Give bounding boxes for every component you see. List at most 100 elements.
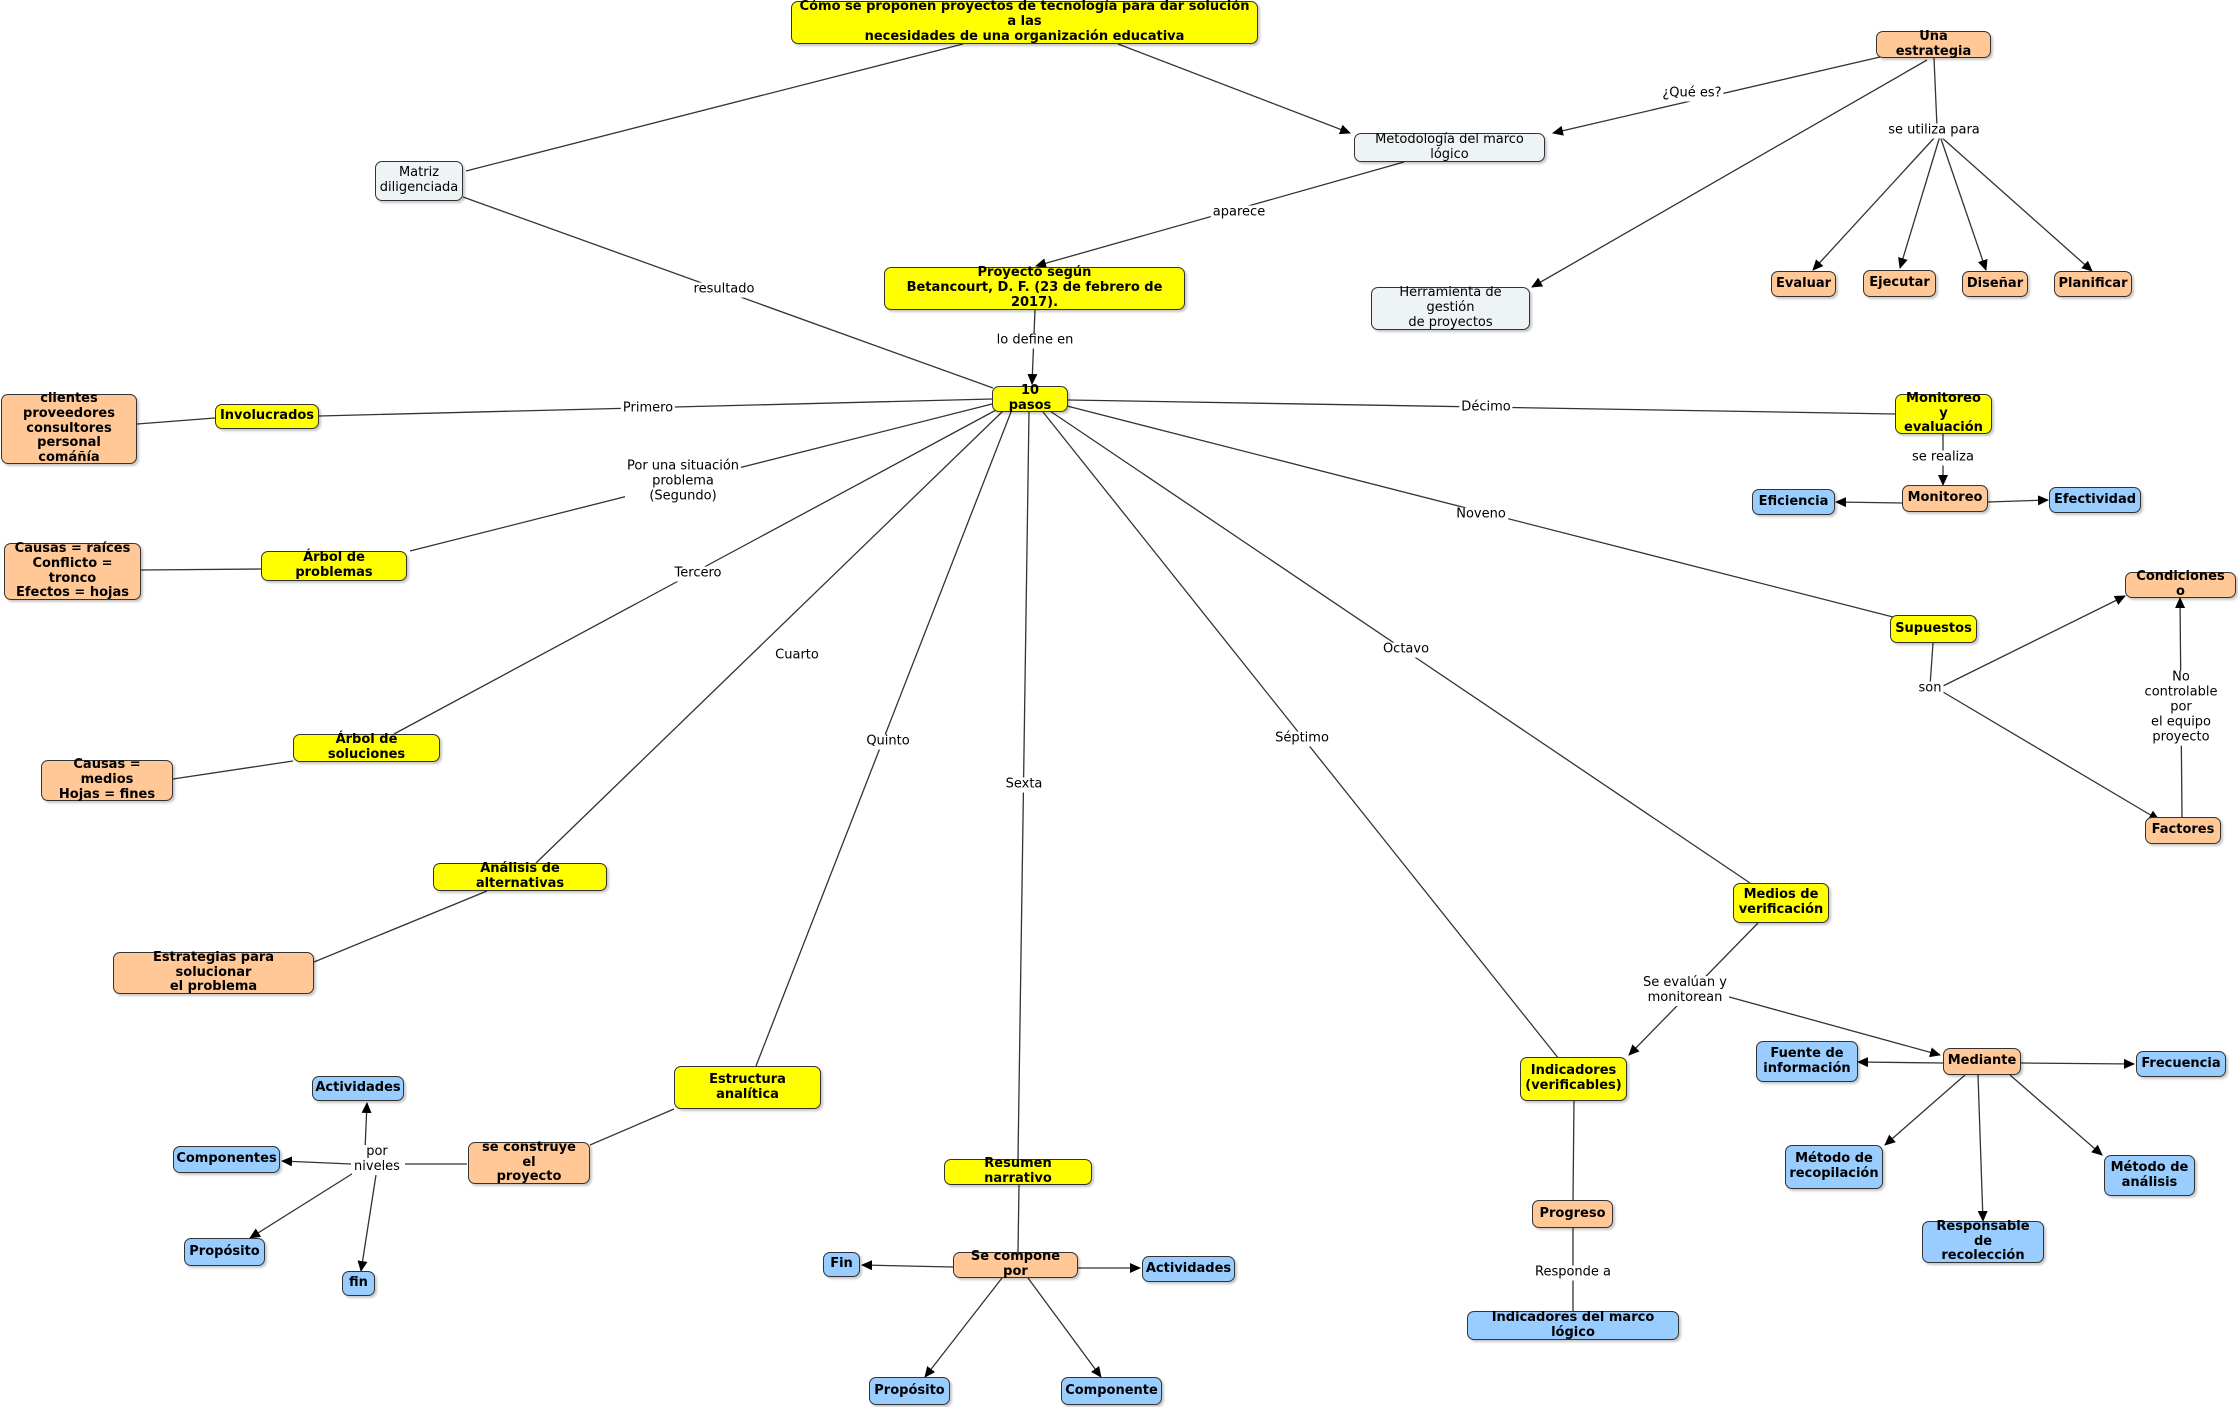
connector-line-30	[1929, 642, 1934, 687]
label-se-realiza: se realiza	[1910, 449, 1976, 466]
node-progreso[interactable]: Progreso	[1532, 1200, 1613, 1228]
node-eficiencia[interactable]: Eficiencia	[1752, 489, 1835, 515]
connector-line-12	[136, 417, 216, 425]
label-cuarto: Cuarto	[773, 647, 821, 664]
connector-line-41	[1572, 1100, 1575, 1201]
label-que-es: ¿Qué es?	[1660, 85, 1724, 102]
connector-line-31	[1942, 595, 2126, 687]
node-efectividad[interactable]: Efectividad	[2049, 487, 2141, 513]
node-monitoreo-y-evaluacion[interactable]: Monitoreo y evaluación	[1895, 391, 1992, 435]
label-quinto: Quinto	[864, 733, 912, 750]
connector-line-47	[1027, 1277, 1102, 1378]
label-responde-a: Responde a	[1532, 1264, 1614, 1281]
map-title[interactable]: Cómo se proponen proyectos de tecnología…	[791, 0, 1258, 44]
node-fuente-de-informacion[interactable]: Fuente de información	[1756, 1041, 1858, 1082]
label-son: son	[1916, 680, 1944, 697]
node-actividades-niveles[interactable]: Actividades	[312, 1076, 404, 1101]
connector-line-17	[172, 760, 294, 780]
connector-line-6	[1898, 135, 1941, 269]
label-por-niveles: por niveles	[352, 1144, 402, 1175]
connector-line-3	[1933, 57, 1938, 128]
connector-line-39	[1977, 1074, 1988, 1222]
node-ejecutar[interactable]: Ejecutar	[1863, 270, 1936, 297]
connector-line-44	[861, 1260, 954, 1271]
node-metodo-de-analisis[interactable]: Método de análisis	[2104, 1155, 2195, 1196]
node-proyecto-segun-betancourt[interactable]: Proyecto según Betancourt, D. F. (23 de …	[884, 265, 1185, 310]
node-actividades-resumen[interactable]: Actividades	[1142, 1256, 1235, 1282]
node-matriz-diligenciada[interactable]: Matriz diligenciada	[375, 161, 463, 201]
label-primero: Primero	[620, 400, 676, 417]
node-arbol-de-problemas[interactable]: Árbol de problemas	[261, 550, 407, 581]
connector-line-5	[1812, 135, 1937, 271]
node-disenar[interactable]: Diseñar	[1962, 271, 2028, 297]
label-aparece: aparece	[1210, 204, 1268, 221]
connector-line-29	[1987, 495, 2049, 506]
connector-line-7	[1939, 135, 1988, 271]
label-no-controlable: No controlable por el equipo proyecto	[2142, 669, 2220, 746]
node-evaluar[interactable]: Evaluar	[1771, 271, 1836, 297]
node-clientes-proveedores[interactable]: clientes proveedores consultores persona…	[1, 391, 137, 465]
connector-line-51	[249, 1171, 356, 1239]
connector-line-50	[281, 1156, 352, 1167]
connector-line-19	[313, 890, 488, 963]
label-tercero: Tercero	[672, 565, 724, 582]
node-se-compone-por[interactable]: Se compone por	[953, 1249, 1078, 1279]
connector-line-38	[1884, 1074, 1966, 1146]
connector-line-28	[1835, 497, 1903, 508]
node-metodo-de-recopilacion[interactable]: Método de recopilación	[1785, 1145, 1883, 1189]
node-monitoreo[interactable]: Monitoreo	[1902, 485, 1988, 512]
node-fin-niveles[interactable]: fin	[342, 1271, 375, 1296]
connector-line-49	[361, 1102, 372, 1151]
node-componente-resumen[interactable]: Componente	[1061, 1377, 1162, 1405]
connector-line-35	[1721, 994, 1941, 1058]
node-factores[interactable]: Factores	[2145, 817, 2221, 844]
label-segundo: Por una situación problema (Segundo)	[624, 458, 742, 505]
node-estrategias-solucionar[interactable]: Estrategias para solucionar el problema	[113, 950, 314, 994]
connector-line-40	[2009, 1074, 2103, 1156]
label-resultado: resultado	[691, 281, 757, 298]
node-arbol-de-soluciones[interactable]: Árbol de soluciones	[293, 732, 440, 762]
node-condiciones-o[interactable]: Condiciones o	[2125, 569, 2236, 599]
node-frecuencia[interactable]: Frecuencia	[2136, 1051, 2226, 1077]
node-causas-medios[interactable]: Causas = medios Hojas = fines	[41, 757, 173, 802]
node-analisis-de-alternativas[interactable]: Análisis de alternativas	[433, 861, 607, 891]
label-decimo: Décimo	[1459, 399, 1513, 416]
node-supuestos[interactable]: Supuestos	[1890, 615, 1977, 643]
node-una-estrategia[interactable]: Una estrategia	[1876, 29, 1991, 58]
node-mediante[interactable]: Mediante	[1943, 1048, 2021, 1075]
node-metodologia-marco-logico[interactable]: Metodología del marco lógico	[1354, 132, 1545, 162]
node-causas-raices[interactable]: Causas = raíces Conflicto = tronco Efect…	[4, 541, 141, 600]
connector-line-36	[1857, 1057, 1944, 1068]
node-indicadores-verificables[interactable]: Indicadores (verificables)	[1520, 1057, 1627, 1101]
node-proposito-resumen[interactable]: Propósito	[869, 1377, 950, 1405]
node-10-pasos[interactable]: 10 pasos	[992, 383, 1068, 413]
node-fin-resumen[interactable]: Fin	[823, 1252, 860, 1277]
node-involucrados[interactable]: Involucrados	[215, 404, 319, 429]
node-herramienta-gestion[interactable]: Herramienta de gestión de proyectos	[1371, 285, 1530, 330]
label-se-evaluan-y-monitorean: Se evalúan y monitorean	[1641, 975, 1729, 1006]
node-indicadores-marco-logico[interactable]: Indicadores del marco lógico	[1467, 1310, 1679, 1340]
connector-line-43	[1017, 1184, 1020, 1253]
label-sexta: Sexta	[1003, 776, 1045, 793]
node-estructura-analitica[interactable]: Estructura analítica	[674, 1066, 821, 1109]
node-planificar[interactable]: Planificar	[2054, 271, 2132, 297]
connector-line-15	[140, 568, 262, 571]
connector-line-46	[924, 1277, 1003, 1378]
label-noveno: Noveno	[1454, 506, 1508, 523]
node-componentes-niveles[interactable]: Componentes	[173, 1146, 280, 1173]
connector-line-0	[465, 43, 964, 172]
label-octavo: Octavo	[1380, 641, 1432, 658]
connector-line-18	[535, 410, 1004, 864]
label-se-utiliza-para: se utiliza para	[1886, 122, 1982, 139]
node-proposito-niveles[interactable]: Propósito	[184, 1238, 265, 1266]
connector-line-32	[1942, 691, 2160, 821]
connector-line-4	[1531, 59, 1928, 288]
node-se-construye-el-proyecto[interactable]: se construye el proyecto	[468, 1140, 590, 1184]
label-septimo: Séptimo	[1273, 730, 1331, 747]
node-medios-de-verificacion[interactable]: Medios de verificación	[1733, 883, 1829, 923]
connector-line-1	[1117, 43, 1351, 135]
node-resumen-narrativo[interactable]: Resumen narrativo	[944, 1156, 1092, 1186]
node-responsable-de-recoleccion[interactable]: Responsable de recolección	[1922, 1219, 2044, 1263]
